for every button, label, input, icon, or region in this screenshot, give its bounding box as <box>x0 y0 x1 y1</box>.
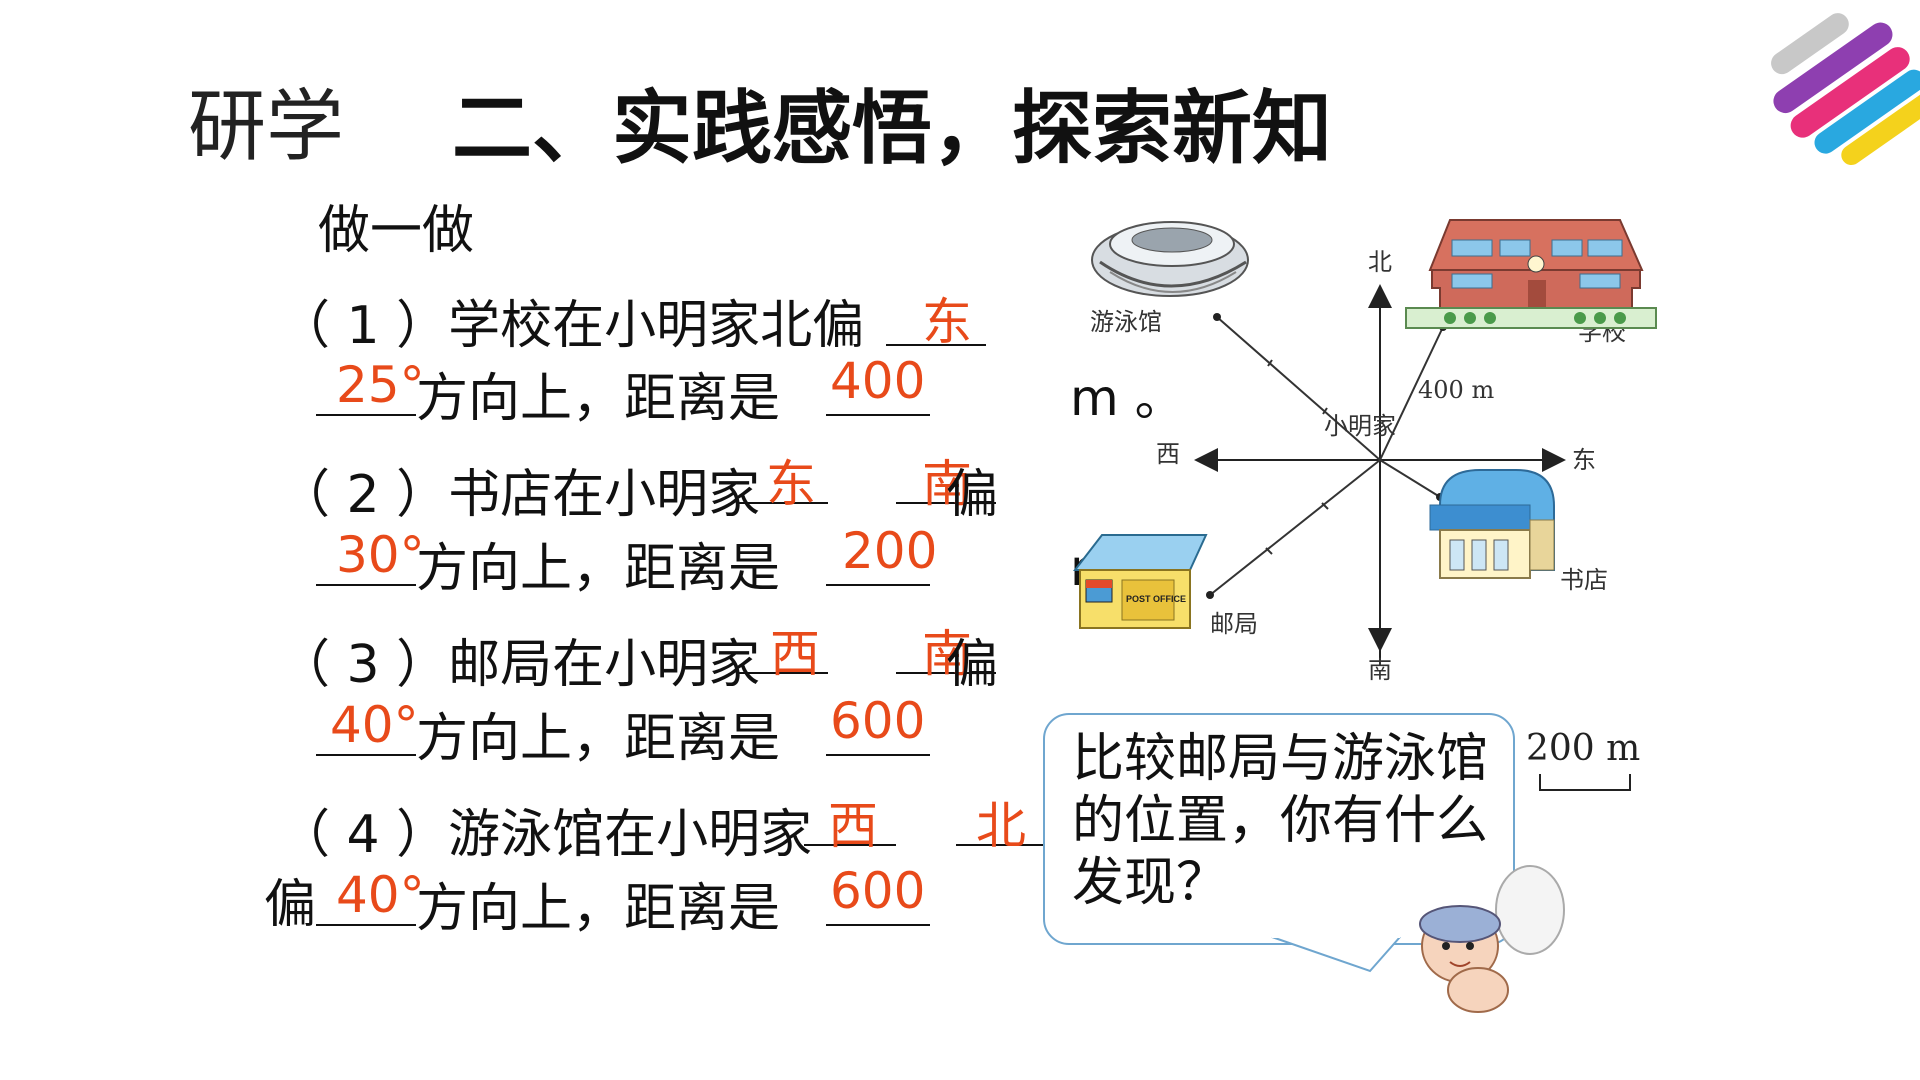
answer-blank[interactable] <box>896 440 996 504</box>
question-tail-text: 偏 <box>946 465 999 525</box>
line-to-post-office <box>1209 459 1381 596</box>
map-north-label: 北 <box>1368 248 1392 276</box>
answer-direction: 西 <box>828 797 878 855</box>
answer-blank[interactable] <box>826 352 930 416</box>
answer-direction: 东 <box>766 455 816 513</box>
question-text: 书店在小明家 <box>448 465 761 525</box>
question-middle-text: 方向上，距离是 <box>416 539 781 599</box>
answer-direction-2: 南 <box>922 455 972 513</box>
answer-angle: 30° <box>336 526 425 584</box>
answer-blank[interactable] <box>736 610 828 674</box>
swimming-pool-building-icon <box>1091 221 1249 297</box>
answer-blank[interactable] <box>826 692 930 756</box>
answer-blank[interactable] <box>736 440 828 504</box>
bookstore-building-icon <box>1429 469 1555 579</box>
map-west-label: 西 <box>1156 440 1180 468</box>
question-middle-text: 方向上，距离是 <box>416 369 781 429</box>
map-post-office-label: 邮局 <box>1210 610 1258 638</box>
question-text: 邮局在小明家 <box>448 635 761 695</box>
angel-mascot-icon <box>1419 865 1565 1013</box>
speech-bubble-tail <box>1271 935 1401 973</box>
question-text: 游泳馆在小明家 <box>448 805 813 865</box>
line-to-bookstore <box>1379 459 1441 498</box>
post-office-building-icon: POST OFFICE <box>1072 534 1208 629</box>
answer-distance: 600 <box>830 862 926 920</box>
map-pool-label: 游泳馆 <box>1090 308 1162 336</box>
post-office-sign: POST OFFICE <box>1126 594 1186 604</box>
answer-angle: 40° <box>336 866 425 924</box>
question-number: （ 2 ） <box>278 465 449 525</box>
answer-direction: 西 <box>770 625 820 683</box>
map-center-label: 小明家 <box>1324 412 1396 440</box>
answer-blank[interactable] <box>956 782 1056 846</box>
scale-bar-label: 200 m <box>1526 728 1641 769</box>
question-number: （ 4 ） <box>278 805 449 865</box>
line-to-pool <box>1216 316 1381 461</box>
scale-bar <box>1539 774 1631 791</box>
answer-distance: 600 <box>830 692 926 750</box>
line-to-school <box>1379 326 1444 461</box>
activity-heading: 做一做 <box>318 201 475 261</box>
school-building-icon <box>1405 219 1657 329</box>
answer-angle: 40° <box>330 696 419 754</box>
answer-distance: 200 <box>842 522 938 580</box>
answer-direction-2: 北 <box>976 797 1026 855</box>
answer-direction-2: 南 <box>922 625 972 683</box>
answer-direction: 东 <box>922 293 972 351</box>
answer-blank[interactable] <box>804 782 896 846</box>
answer-blank[interactable] <box>316 692 416 756</box>
map-bookstore-label: 书店 <box>1560 566 1608 594</box>
answer-blank[interactable] <box>316 352 416 416</box>
direction-map: 北 南 东 西 小明家 学校 游泳馆 书店 邮局 400 m <box>1072 219 1657 684</box>
unit-text: m 。 <box>1070 369 1185 427</box>
page-title: 二、实践感悟，探索新知 <box>452 82 1332 175</box>
question-number: （ 1 ） <box>278 296 449 356</box>
map-east-label: 东 <box>1572 446 1596 474</box>
answer-blank[interactable] <box>316 862 416 926</box>
logo-stripes-icon <box>1771 13 1920 166</box>
question-middle-text: 方向上，距离是 <box>416 709 781 769</box>
section-label: 研学 <box>188 82 345 172</box>
speech-bubble-text: 比较邮局与游泳馆的位置，你有什么发现？ <box>1072 729 1489 913</box>
answer-blank[interactable] <box>886 282 986 346</box>
map-distance-label: 400 m <box>1418 376 1494 404</box>
answer-angle: 25° <box>336 356 425 414</box>
question-text: 学校在小明家北偏 <box>448 296 865 356</box>
question-number: （ 3 ） <box>278 635 449 695</box>
answer-blank[interactable] <box>896 610 996 674</box>
question-tail-text: 偏 <box>946 635 999 695</box>
question-middle-text: 方向上，距离是 <box>416 879 781 939</box>
answer-blank[interactable] <box>826 862 930 926</box>
speech-bubble <box>1043 713 1515 945</box>
map-south-label: 南 <box>1368 656 1392 684</box>
answer-blank[interactable] <box>826 522 930 586</box>
answer-distance: 400 <box>830 352 926 410</box>
question-lead-text: 偏 <box>264 875 317 935</box>
answer-blank[interactable] <box>316 522 416 586</box>
